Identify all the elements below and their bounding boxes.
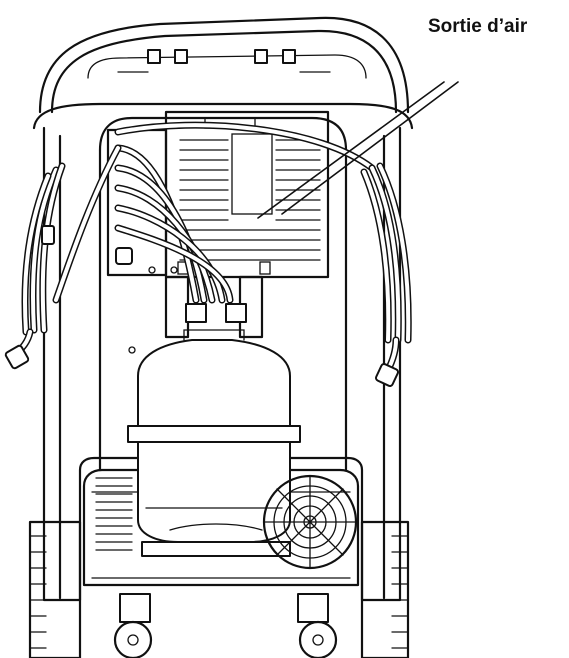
callout-leader: [257, 81, 459, 219]
tank-support: [164, 275, 264, 339]
coiled-hose-right: [360, 162, 412, 387]
coiled-hose-left: [4, 162, 66, 370]
fan-guard: [262, 474, 358, 570]
top-cover: [32, 16, 414, 130]
vent-grille: [179, 139, 321, 261]
front-casters: [113, 593, 338, 658]
rear-wheels: [28, 520, 410, 658]
lower-grille: [95, 477, 133, 551]
air-outlet-label: Sortie d’air: [428, 16, 528, 37]
refrigerant-tank: [127, 329, 301, 557]
service-hoses: [52, 121, 376, 304]
